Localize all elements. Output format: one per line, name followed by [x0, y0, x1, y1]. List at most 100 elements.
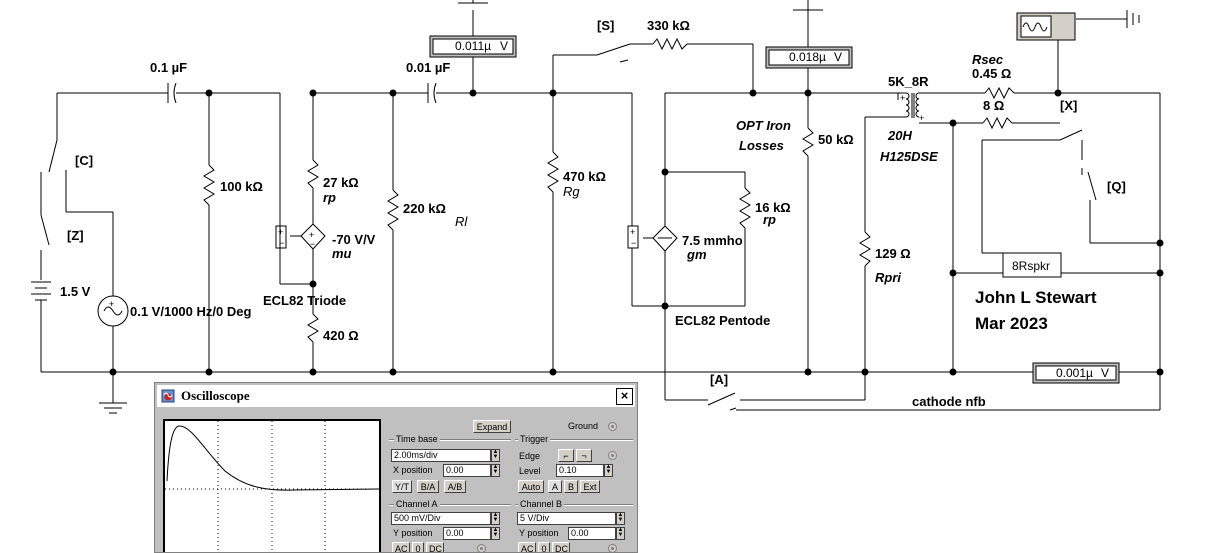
trigger-label: Trigger — [518, 434, 551, 444]
close-button[interactable]: × — [616, 388, 633, 405]
edge-rising-button[interactable]: ⌐ — [558, 449, 574, 462]
channel-b-terminal[interactable] — [608, 544, 617, 552]
xpos-spinner[interactable]: ▲▼ — [491, 464, 500, 477]
pentode-rp-name: rp — [763, 212, 776, 227]
rising-edge-icon: ⌐ — [563, 451, 569, 461]
xpos-label: X position — [393, 465, 433, 475]
opt-label-line2: Losses — [739, 138, 784, 153]
level-field[interactable]: 0.10 — [556, 464, 604, 477]
res-50k-label: 50 kΩ — [818, 132, 854, 147]
voltmeter-3[interactable]: 0.001µ V — [1032, 362, 1120, 384]
res-rl-name: Rl — [455, 214, 468, 229]
transformer-inductance: 20H — [887, 128, 912, 143]
channel-a-ypos-spinner[interactable]: ▲▼ — [491, 527, 500, 540]
channel-a-scale-field[interactable]: 500 mV/Div — [391, 512, 491, 525]
triode-rp-value: 27 kΩ — [323, 175, 359, 190]
channel-a-ypos-label: Y position — [393, 528, 433, 538]
opt-label-line1: OPT Iron — [736, 118, 791, 133]
trigger-terminal[interactable] — [608, 451, 617, 460]
expand-button[interactable]: Expand — [473, 420, 511, 433]
res-330k-label: 330 kΩ — [647, 18, 690, 33]
scope-display — [163, 419, 381, 552]
svg-text:+: + — [309, 230, 314, 240]
channel-a-ypos-field[interactable]: 0.00 — [443, 527, 491, 540]
transformer-name: 5K_8R — [888, 74, 929, 89]
mode-ab-button[interactable]: A/B — [444, 480, 466, 493]
channel-a-dc-button[interactable]: DC — [426, 542, 444, 552]
ground-terminal[interactable] — [608, 422, 617, 431]
mode-yt-button[interactable]: Y/T — [392, 480, 412, 493]
rsec-name: Rsec — [972, 52, 1004, 67]
speaker-label: 8Rspkr — [1012, 259, 1050, 273]
switch-a-label: [A] — [710, 372, 728, 387]
channel-a-group-line — [389, 504, 511, 506]
channel-b-ypos-field[interactable]: 0.00 — [568, 527, 616, 540]
edge-falling-button[interactable]: ¬ — [576, 449, 592, 462]
date-label: Mar 2023 — [975, 314, 1048, 333]
oscilloscope-app-icon — [161, 389, 175, 403]
timebase-field[interactable]: 2.00ms/div — [391, 449, 491, 462]
timebase-group-line — [389, 439, 511, 441]
channel-b-ypos-spinner[interactable]: ▲▼ — [616, 527, 625, 540]
load-res-label: 8 Ω — [983, 98, 1004, 113]
scope-trace — [165, 421, 380, 552]
voltmeter-2-unit: V — [834, 50, 842, 64]
res-100k-label: 100 kΩ — [220, 179, 263, 194]
oscilloscope-titlebar[interactable]: Oscilloscope × — [157, 385, 635, 407]
trigger-a-button[interactable]: A — [548, 480, 562, 493]
rsec-value: 0.45 Ω — [972, 66, 1011, 81]
switch-s-label: [S] — [597, 18, 614, 33]
channel-a-zero-button[interactable]: 0 — [412, 542, 424, 552]
channel-b-label: Channel B — [518, 499, 565, 509]
ground-label: Ground — [568, 421, 599, 431]
switch-z-label: [Z] — [67, 228, 84, 243]
voltmeter-3-unit: V — [1101, 366, 1109, 380]
xpos-field[interactable]: 0.00 — [443, 464, 491, 477]
trigger-ext-button[interactable]: Ext — [580, 480, 600, 493]
edge-label: Edge — [519, 451, 541, 461]
svg-text:−: − — [310, 239, 315, 249]
channel-a-scale-spinner[interactable]: ▲▼ — [491, 512, 500, 525]
level-spinner[interactable]: ▲▼ — [604, 464, 613, 477]
channel-b-zero-button[interactable]: 0 — [538, 542, 550, 552]
oscilloscope-window[interactable]: Oscilloscope × Expand Ground Time base 2… — [154, 382, 638, 553]
voltmeter-2[interactable]: 0.018µ V — [765, 46, 853, 69]
res-rg-name: Rg — [563, 184, 580, 199]
level-label: Level — [519, 466, 541, 476]
pentode-gm-value: 7.5 mmho — [682, 233, 743, 248]
svg-text:+: + — [278, 227, 283, 237]
switch-q-label: [Q] — [1107, 179, 1126, 194]
channel-a-terminal[interactable] — [477, 544, 486, 552]
trigger-group-line — [515, 439, 633, 441]
cap-input-label: 0.1 µF — [150, 60, 187, 75]
res-470k-label: 470 kΩ — [563, 169, 606, 184]
voltmeter-1[interactable]: 0.011µ V — [429, 35, 517, 58]
mode-ba-button[interactable]: B/A — [417, 480, 439, 493]
channel-b-ypos-label: Y position — [519, 528, 559, 538]
channel-b-scale-spinner[interactable]: ▲▼ — [616, 512, 625, 525]
falling-edge-icon: ¬ — [581, 451, 587, 461]
svg-text:+: + — [109, 299, 114, 309]
svg-text:−: − — [631, 238, 636, 248]
battery-label: 1.5 V — [60, 284, 91, 299]
res-220k-label: 220 kΩ — [403, 201, 446, 216]
triode-rp-name: rp — [323, 190, 336, 205]
channel-b-ac-button[interactable]: AC — [518, 542, 536, 552]
voltmeter-1-value: 0.011µ — [455, 39, 491, 53]
channel-a-ac-button[interactable]: AC — [392, 542, 410, 552]
voltmeter-3-value: 0.001µ — [1056, 366, 1093, 380]
trigger-b-button[interactable]: B — [564, 480, 578, 493]
channel-b-group-line — [515, 504, 633, 506]
trigger-auto-button[interactable]: Auto — [518, 480, 544, 493]
source-label: 0.1 V/1000 Hz/0 Deg — [130, 304, 251, 319]
timebase-spinner[interactable]: ▲▼ — [491, 449, 500, 462]
switch-x-label: [X] — [1060, 98, 1077, 113]
transformer-model: H125DSE — [880, 149, 938, 164]
pentode-label: ECL82 Pentode — [675, 313, 770, 328]
channel-b-dc-button[interactable]: DC — [552, 542, 570, 552]
channel-b-scale-field[interactable]: 5 V/Div — [517, 512, 616, 525]
close-icon: × — [620, 388, 629, 403]
triode-label: ECL82 Triode — [263, 293, 346, 308]
pentode-gm-name: gm — [686, 247, 707, 262]
